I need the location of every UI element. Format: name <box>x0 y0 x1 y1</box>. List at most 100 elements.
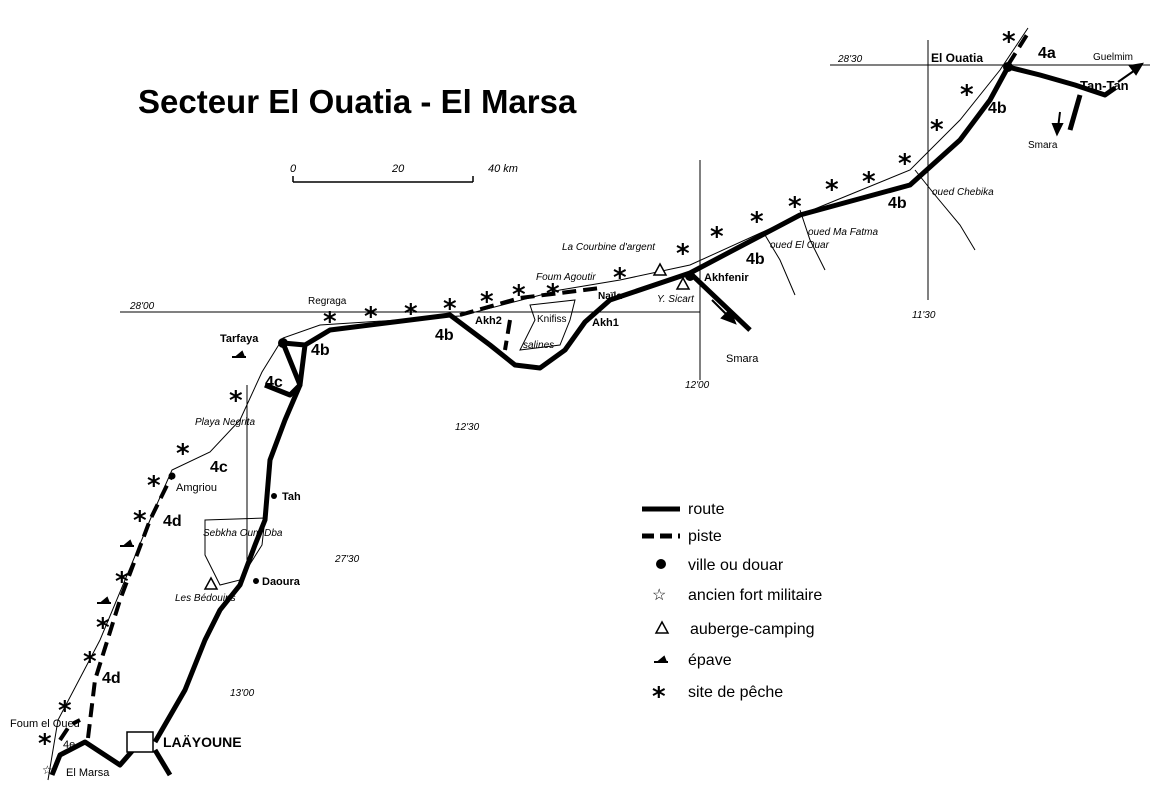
coord-label: 12'00 <box>685 380 710 391</box>
place-label: Daoura <box>262 576 301 588</box>
place-label: Playa Negrita <box>195 417 255 428</box>
svg-text:*: * <box>96 613 110 643</box>
coord-label: 13'00 <box>230 688 255 699</box>
auberge-triangle-icons <box>203 262 691 590</box>
place-label: Tan-Tan <box>1080 78 1129 93</box>
svg-text:*: * <box>133 506 147 536</box>
place-label: Knifiss <box>537 314 566 325</box>
svg-text:*: * <box>862 167 876 197</box>
svg-text:*: * <box>404 299 418 329</box>
svg-text:*: * <box>898 149 912 179</box>
route-number: 4d <box>163 513 182 530</box>
route-number: 4b <box>888 195 907 212</box>
svg-text:*: * <box>1002 27 1016 57</box>
village-dots <box>168 62 1013 584</box>
scale-bar <box>292 176 474 183</box>
place-label: Tah <box>282 491 301 503</box>
place-label: Regraga <box>308 296 347 307</box>
place-label: Smara <box>1028 140 1058 151</box>
place-label: Smara <box>726 353 759 365</box>
svg-text:*: * <box>443 294 457 324</box>
svg-text:*: * <box>512 280 526 310</box>
arrow-icon <box>711 62 1144 325</box>
scale-tick: 40 km <box>488 163 518 175</box>
place-label: Akh1 <box>592 317 619 329</box>
pistes <box>58 28 1032 742</box>
place-label: Tarfaya <box>220 333 259 345</box>
route-number: 4b <box>311 342 330 359</box>
legend-label: piste <box>688 528 722 545</box>
place-label: oued El Ouar <box>770 240 830 251</box>
wreck-icons <box>97 350 246 604</box>
svg-text:*: * <box>788 192 802 222</box>
coastline <box>47 27 1029 781</box>
place-label: Les Bédouins <box>175 593 236 604</box>
place-label: salines <box>523 340 554 351</box>
place-label: Naïla <box>598 291 622 302</box>
svg-text:*: * <box>323 307 337 337</box>
place-label: Guelmim <box>1093 52 1133 63</box>
svg-text:*: * <box>676 239 690 269</box>
svg-text:*: * <box>115 567 129 597</box>
place-label: Sebkha Oum Dba <box>203 528 283 539</box>
scale-tick: 0 <box>290 163 297 175</box>
svg-text:*: * <box>176 439 190 469</box>
svg-text:*: * <box>960 80 974 110</box>
place-label: Akhfenir <box>704 272 749 284</box>
svg-text:*: * <box>147 471 161 501</box>
coord-label: 28'30 <box>837 54 863 65</box>
coord-label: 12'30 <box>455 422 480 433</box>
place-label: La Courbine d'argent <box>562 242 656 253</box>
place-label: oued Chebika <box>932 187 994 198</box>
legend-label: route <box>688 501 725 518</box>
legend-label: épave <box>688 652 732 669</box>
legend: ☆ * route piste ville ou douar ancien fo… <box>642 501 822 712</box>
svg-text:*: * <box>750 207 764 237</box>
route-number: 4b <box>746 251 765 268</box>
map-title: Secteur El Ouatia - El Marsa <box>138 83 577 120</box>
svg-text:*: * <box>58 696 72 726</box>
place-label: Foum el Oued <box>10 718 80 730</box>
svg-text:*: * <box>364 302 378 332</box>
svg-text:*: * <box>83 647 97 677</box>
routes <box>49 64 1117 777</box>
svg-text:*: * <box>652 682 666 712</box>
route-number: 4e <box>63 739 75 751</box>
svg-text:☆: ☆ <box>652 587 666 604</box>
place-label: El Marsa <box>66 767 110 779</box>
place-label: Y. Sicart <box>657 294 695 305</box>
svg-text:*: * <box>38 729 52 759</box>
fishing-site-icons: **** **** **** **** **** **** *** <box>38 27 1016 759</box>
place-label: oued Ma Fatma <box>808 227 878 238</box>
coord-label: 27'30 <box>334 554 360 565</box>
laayoune-city-box <box>126 731 154 753</box>
svg-text:*: * <box>710 222 724 252</box>
svg-text:*: * <box>825 175 839 205</box>
route-number: 4d <box>102 670 121 687</box>
legend-label: ancien fort militaire <box>688 587 822 604</box>
place-label: Foum Agoutir <box>536 272 596 283</box>
place-label: Amgriou <box>176 482 217 494</box>
salines-outline <box>519 299 576 351</box>
oueds <box>764 169 976 296</box>
route-number: 4c <box>265 374 283 391</box>
legend-label: auberge-camping <box>690 621 815 638</box>
svg-text:*: * <box>930 115 944 145</box>
legend-label: ville ou douar <box>688 557 784 574</box>
place-label: El Ouatia <box>931 51 983 65</box>
scale-tick: 20 <box>391 163 405 175</box>
coord-label: 28'00 <box>129 301 155 312</box>
legend-label: site de pêche <box>688 684 783 701</box>
place-label: LAÄYOUNE <box>163 734 242 750</box>
route-number: 4b <box>435 327 454 344</box>
svg-text:*: * <box>546 279 560 309</box>
fort-star-icon: ☆ <box>42 763 53 777</box>
route-number: 4c <box>210 459 228 476</box>
place-label: Akh2 <box>475 315 502 327</box>
route-number: 4b <box>988 100 1007 117</box>
route-number: 4a <box>1038 45 1056 62</box>
coord-label: 11'30 <box>912 310 936 321</box>
svg-text:*: * <box>613 263 627 293</box>
